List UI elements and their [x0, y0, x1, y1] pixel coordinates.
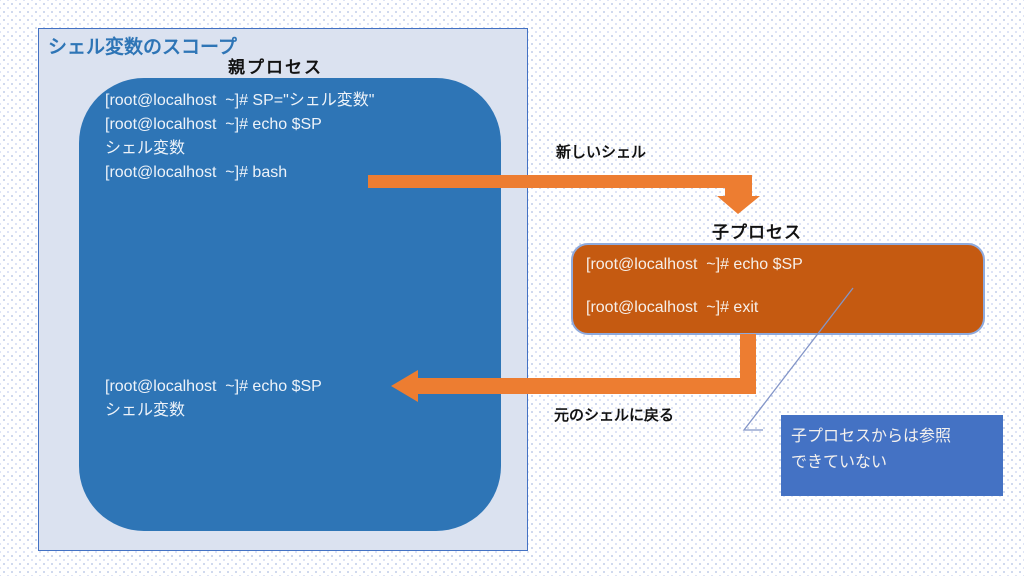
annotation-text: 子プロセスからは参照: [791, 428, 952, 445]
parent-terminal-bottom: [root@localhost ~]# echo $SP シェル変数: [105, 375, 322, 423]
terminal-line: シェル変数: [105, 402, 186, 419]
terminal-line: [root@localhost ~]# echo $SP: [586, 256, 803, 273]
terminal-line: [root@localhost ~]# SP="シェル変数": [105, 92, 375, 109]
annotation-box: 子プロセスからは参照 できていない: [781, 415, 1003, 496]
child-process-box: [root@localhost ~]# echo $SP [root@local…: [571, 243, 985, 335]
scope-container: シェル変数のスコープ 親プロセス [root@localhost ~]# SP=…: [38, 28, 528, 551]
return-shell-label: 元のシェルに戻る: [554, 407, 675, 424]
terminal-line: [root@localhost ~]# echo $SP: [105, 116, 322, 133]
parent-process-label: 親プロセス: [228, 58, 323, 77]
new-shell-label: 新しいシェル: [556, 144, 647, 161]
parent-process-box: [root@localhost ~]# SP="シェル変数" [root@loc…: [79, 78, 501, 531]
terminal-line: シェル変数: [105, 140, 186, 157]
terminal-line: [root@localhost ~]# echo $SP: [105, 378, 322, 395]
terminal-line: [root@localhost ~]# bash: [105, 164, 288, 181]
terminal-line: [root@localhost ~]# exit: [586, 299, 759, 316]
child-process-label: 子プロセス: [712, 223, 802, 242]
diagram-title: シェル変数のスコープ: [48, 37, 237, 58]
parent-terminal-top: [root@localhost ~]# SP="シェル変数" [root@loc…: [105, 89, 374, 185]
annotation-text: できていない: [791, 454, 888, 471]
